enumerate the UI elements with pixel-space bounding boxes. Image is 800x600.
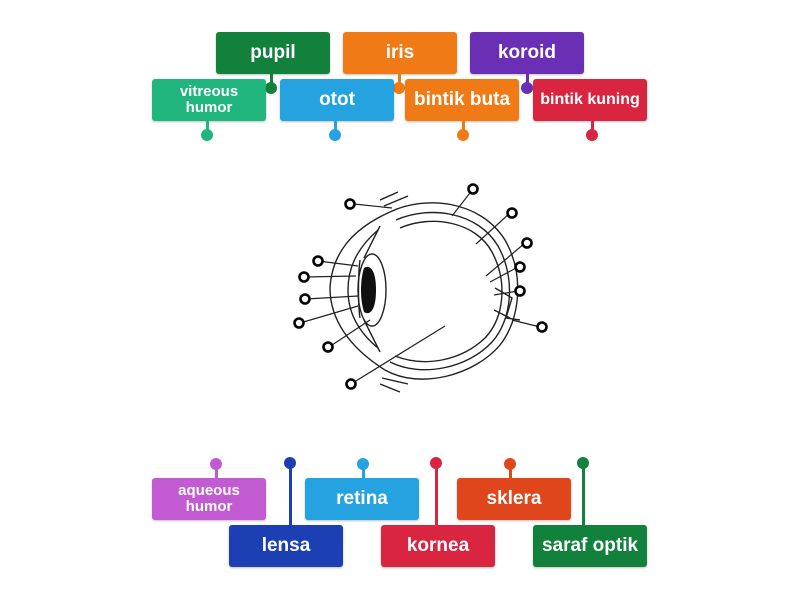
label-saraf-optik[interactable]: saraf optik (533, 457, 647, 567)
hotspot-target[interactable] (345, 378, 357, 390)
label-pin-dot[interactable] (265, 82, 277, 94)
hotspot-target[interactable] (521, 237, 533, 249)
label-kornea[interactable]: kornea (381, 457, 495, 567)
label-aqueous-humor[interactable]: aqueous humor (152, 458, 266, 520)
label-pupil[interactable]: pupil (216, 32, 330, 94)
label-pin-stem (509, 464, 512, 478)
label-pin-dot[interactable] (393, 82, 405, 94)
label-pin-stem (398, 74, 401, 88)
label-pin-stem (462, 121, 465, 135)
hotspot-target[interactable] (293, 317, 305, 329)
label-bintik-kuning-text[interactable]: bintik kuning (533, 79, 647, 121)
label-saraf-optik-text[interactable]: saraf optik (533, 525, 647, 567)
pointer-lines (299, 188, 541, 385)
label-pin-stem (270, 74, 273, 88)
label-pin-stem (582, 463, 585, 525)
label-lensa[interactable]: lensa (229, 457, 343, 567)
label-pin-dot[interactable] (430, 457, 442, 469)
label-bintik-buta[interactable]: bintik buta (405, 79, 519, 141)
label-pin-stem (362, 464, 365, 478)
hotspot-target[interactable] (298, 271, 310, 283)
label-pin-stem (435, 463, 438, 525)
label-pin-stem (215, 464, 218, 478)
label-iris[interactable]: iris (343, 32, 457, 94)
label-pin-stem (334, 121, 337, 135)
label-pin-dot[interactable] (357, 458, 369, 470)
label-pin-dot[interactable] (504, 458, 516, 470)
label-sklera[interactable]: sklera (457, 458, 571, 520)
eye-outline (329, 191, 521, 393)
label-koroid[interactable]: koroid (470, 32, 584, 94)
hotspot-target[interactable] (299, 293, 311, 305)
label-pin-stem (206, 121, 209, 135)
hotspot-target[interactable] (467, 183, 479, 195)
label-pin-dot[interactable] (577, 457, 589, 469)
iris-pupil-shape (361, 266, 376, 314)
label-pin-dot[interactable] (457, 129, 469, 141)
label-vitreous-humor-text[interactable]: vitreous humor (152, 79, 266, 121)
label-retina-text[interactable]: retina (305, 478, 419, 520)
label-pin-dot[interactable] (329, 129, 341, 141)
hotspot-target[interactable] (536, 321, 548, 333)
label-pupil-text[interactable]: pupil (216, 32, 330, 74)
label-vitreous-humor[interactable]: vitreous humor (152, 79, 266, 141)
hotspot-target[interactable] (506, 207, 518, 219)
label-pin-dot[interactable] (284, 457, 296, 469)
label-pin-dot[interactable] (586, 129, 598, 141)
hotspot-target[interactable] (514, 285, 526, 297)
label-bintik-buta-text[interactable]: bintik buta (405, 79, 519, 121)
label-sklera-text[interactable]: sklera (457, 478, 571, 520)
label-kornea-text[interactable]: kornea (381, 525, 495, 567)
label-pin-stem (526, 74, 529, 88)
hotspot-target[interactable] (312, 255, 324, 267)
label-aqueous-humor-text[interactable]: aqueous humor (152, 478, 266, 520)
hotspot-target[interactable] (344, 198, 356, 210)
label-pin-dot[interactable] (210, 458, 222, 470)
hotspot-target[interactable] (322, 341, 334, 353)
label-pin-stem (591, 121, 594, 135)
hotspot-target[interactable] (514, 261, 526, 273)
label-retina[interactable]: retina (305, 458, 419, 520)
label-pin-dot[interactable] (521, 82, 533, 94)
label-iris-text[interactable]: iris (343, 32, 457, 74)
label-lensa-text[interactable]: lensa (229, 525, 343, 567)
label-koroid-text[interactable]: koroid (470, 32, 584, 74)
label-otot[interactable]: otot (280, 79, 394, 141)
eye-diagram (293, 183, 548, 393)
label-pin-stem (289, 463, 292, 525)
label-pin-dot[interactable] (201, 129, 213, 141)
label-bintik-kuning[interactable]: bintik kuning (533, 79, 647, 141)
label-otot-text[interactable]: otot (280, 79, 394, 121)
